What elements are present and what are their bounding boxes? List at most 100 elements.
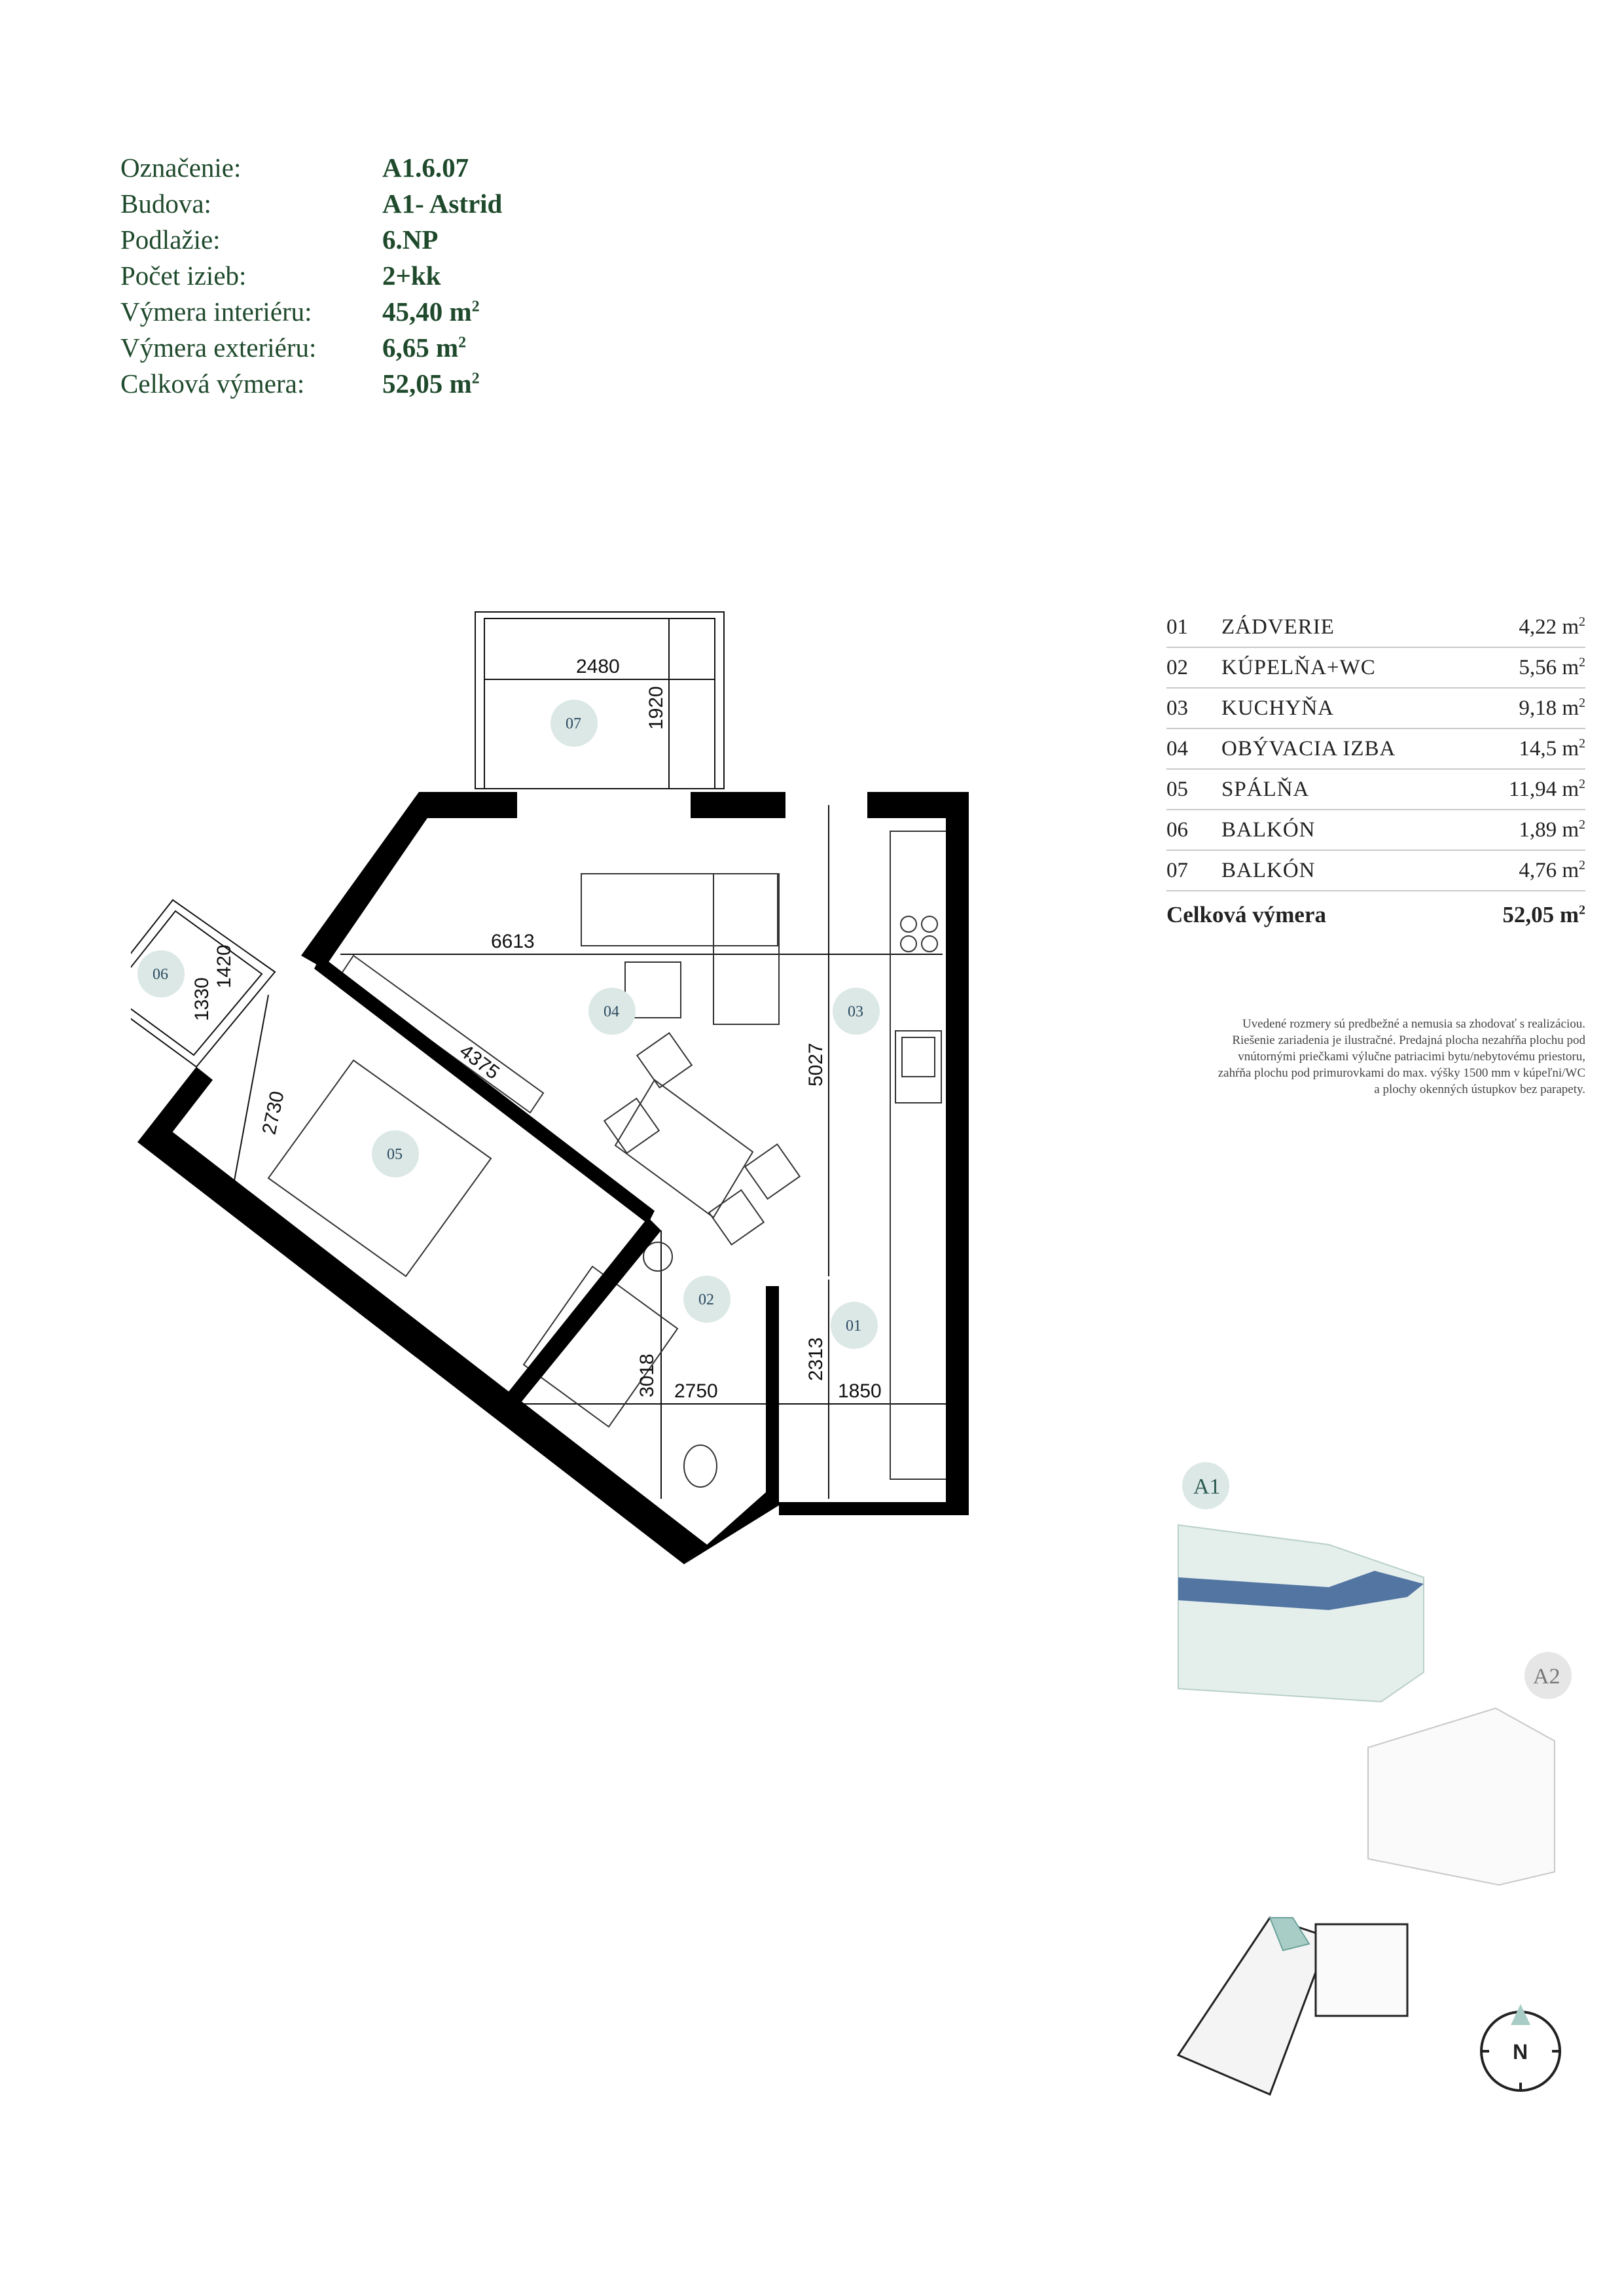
spec-value: 45,40 m2 [382,296,480,327]
total-area: 52,05 m2 [1481,902,1585,928]
room-name: KÚPELŇA+WC [1221,655,1376,679]
wall-east [946,792,969,1515]
dim-label: 2313 [805,1337,827,1381]
note-line: Uvedené rozmery sú predbežné a nemusia s… [1242,1017,1585,1031]
chair [744,1143,801,1200]
spec-value-sup: 2 [471,370,480,387]
sink-basin [901,1037,935,1077]
svg-text:04: 04 [604,1003,619,1020]
site-unit-highlight [1269,1917,1310,1952]
bathtub [522,1265,679,1428]
spec-value: 2+kk [382,260,441,291]
spec-label: Výmera exteriéru: [120,332,317,363]
note-line: zahŕňa plochu pod primurovkami do max. v… [1218,1066,1585,1080]
balcony-07-inner [484,618,715,789]
spec-value-sup: 2 [471,298,480,315]
room-area: 11,94 m2 [1481,777,1585,802]
dim-label: 1330 [191,977,213,1021]
room-tag-05: 05 [372,1130,419,1177]
svg-text:06: 06 [153,966,168,983]
room-area: 1,89 m2 [1481,817,1585,842]
building-a1-badge: A1 [1182,1462,1229,1509]
room-number: 06 [1166,817,1188,842]
balcony-06-inner [131,910,263,1056]
room-area: 4,22 m2 [1481,615,1585,639]
spec-value-text: 52,05 m [382,368,472,399]
dim-label: 6613 [491,931,535,952]
hob-ring [900,935,917,952]
room-area-text: 4,22 m [1519,615,1579,639]
bed [267,1059,492,1278]
spec-row: Podlažie:6.NP [120,224,502,260]
room-area-sup: 2 [1579,817,1585,832]
room-area-text: 1,89 m [1519,818,1579,842]
wall-southeast [684,1492,779,1564]
wall-bath-east [766,1286,779,1505]
dim-label: 2750 [674,1380,718,1402]
room-number: 01 [1166,615,1188,639]
building-a2-badge: A2 [1525,1652,1572,1699]
room-area-sup: 2 [1579,655,1585,670]
dim-line-2730 [232,994,269,1192]
total-area-text: 52,05 m [1502,902,1579,927]
sofa-chaise [713,873,780,1025]
spec-label: Celková výmera: [120,368,305,399]
room-tag-06: 06 [137,950,185,997]
apartment-specs: Označenie: A1.6.07 Budova:A1- Astrid Podl… [120,152,502,404]
room-tag-01: 01 [831,1302,878,1349]
site-plan [1176,1916,1409,2096]
svg-text:03: 03 [848,1003,863,1020]
room-name: OBÝVACIA IZBA [1221,736,1396,761]
room-area-text: 11,94 m [1509,778,1579,801]
room-number: 03 [1166,696,1188,720]
spec-value-text: 45,40 m [382,296,472,327]
note-line: a plochy okenných ústupkov bez parapety. [1374,1083,1585,1096]
room-number: 04 [1166,736,1188,761]
chair [603,1097,660,1155]
disclaimer-note: Uvedené rozmery sú predbežné a nemusia s… [1139,1016,1585,1098]
room-name: BALKÓN [1221,858,1316,882]
site-building-a2 [1314,1923,1409,2017]
hob-ring [900,916,917,933]
svg-text:A1: A1 [1193,1475,1221,1499]
sink [895,1030,942,1103]
wall-bath-south [497,1401,707,1554]
spec-value: 6,65 m2 [382,332,466,363]
room-area-text: 14,5 m [1519,737,1579,761]
dim-label: 1920 [645,686,667,730]
spec-row: Budova:A1- Astrid [120,188,502,224]
spec-row: Výmera interiéru:45,40 m2 [120,296,502,332]
washbasin [643,1242,673,1272]
wall-north-right [867,792,965,818]
wall-north-mid [691,792,785,818]
room-tag-02: 02 [683,1276,731,1323]
room-name: SPÁLŇA [1221,777,1310,801]
spec-label: Počet izieb: [120,260,247,291]
dim-label: 1420 [213,944,235,988]
spec-value-text: 6,65 m [382,332,459,363]
room-area-text: 5,56 m [1519,656,1579,679]
chair [708,1189,765,1246]
spec-label: Označenie: [120,152,242,183]
room-area-text: 4,76 m [1519,859,1579,882]
room-tag-07: 07 [550,700,598,747]
spec-value: A1.6.07 [382,152,469,183]
chair [636,1031,693,1089]
room-number: 02 [1166,655,1188,679]
sofa [581,873,778,946]
dim-label: 5027 [805,1043,827,1086]
room-area-sup: 2 [1579,615,1585,629]
wall-west-upper [301,792,439,969]
wall-bedroom-living [314,956,655,1224]
spec-row: Celková výmera: 52,05 m2 [120,368,502,404]
spec-value: 6.NP [382,224,439,255]
room-area: 14,5 m2 [1481,736,1585,761]
room-area-sup: 2 [1579,777,1585,791]
dim-label: 3018 [636,1354,658,1397]
hob-ring [921,935,938,952]
wall-north-left [419,792,517,818]
